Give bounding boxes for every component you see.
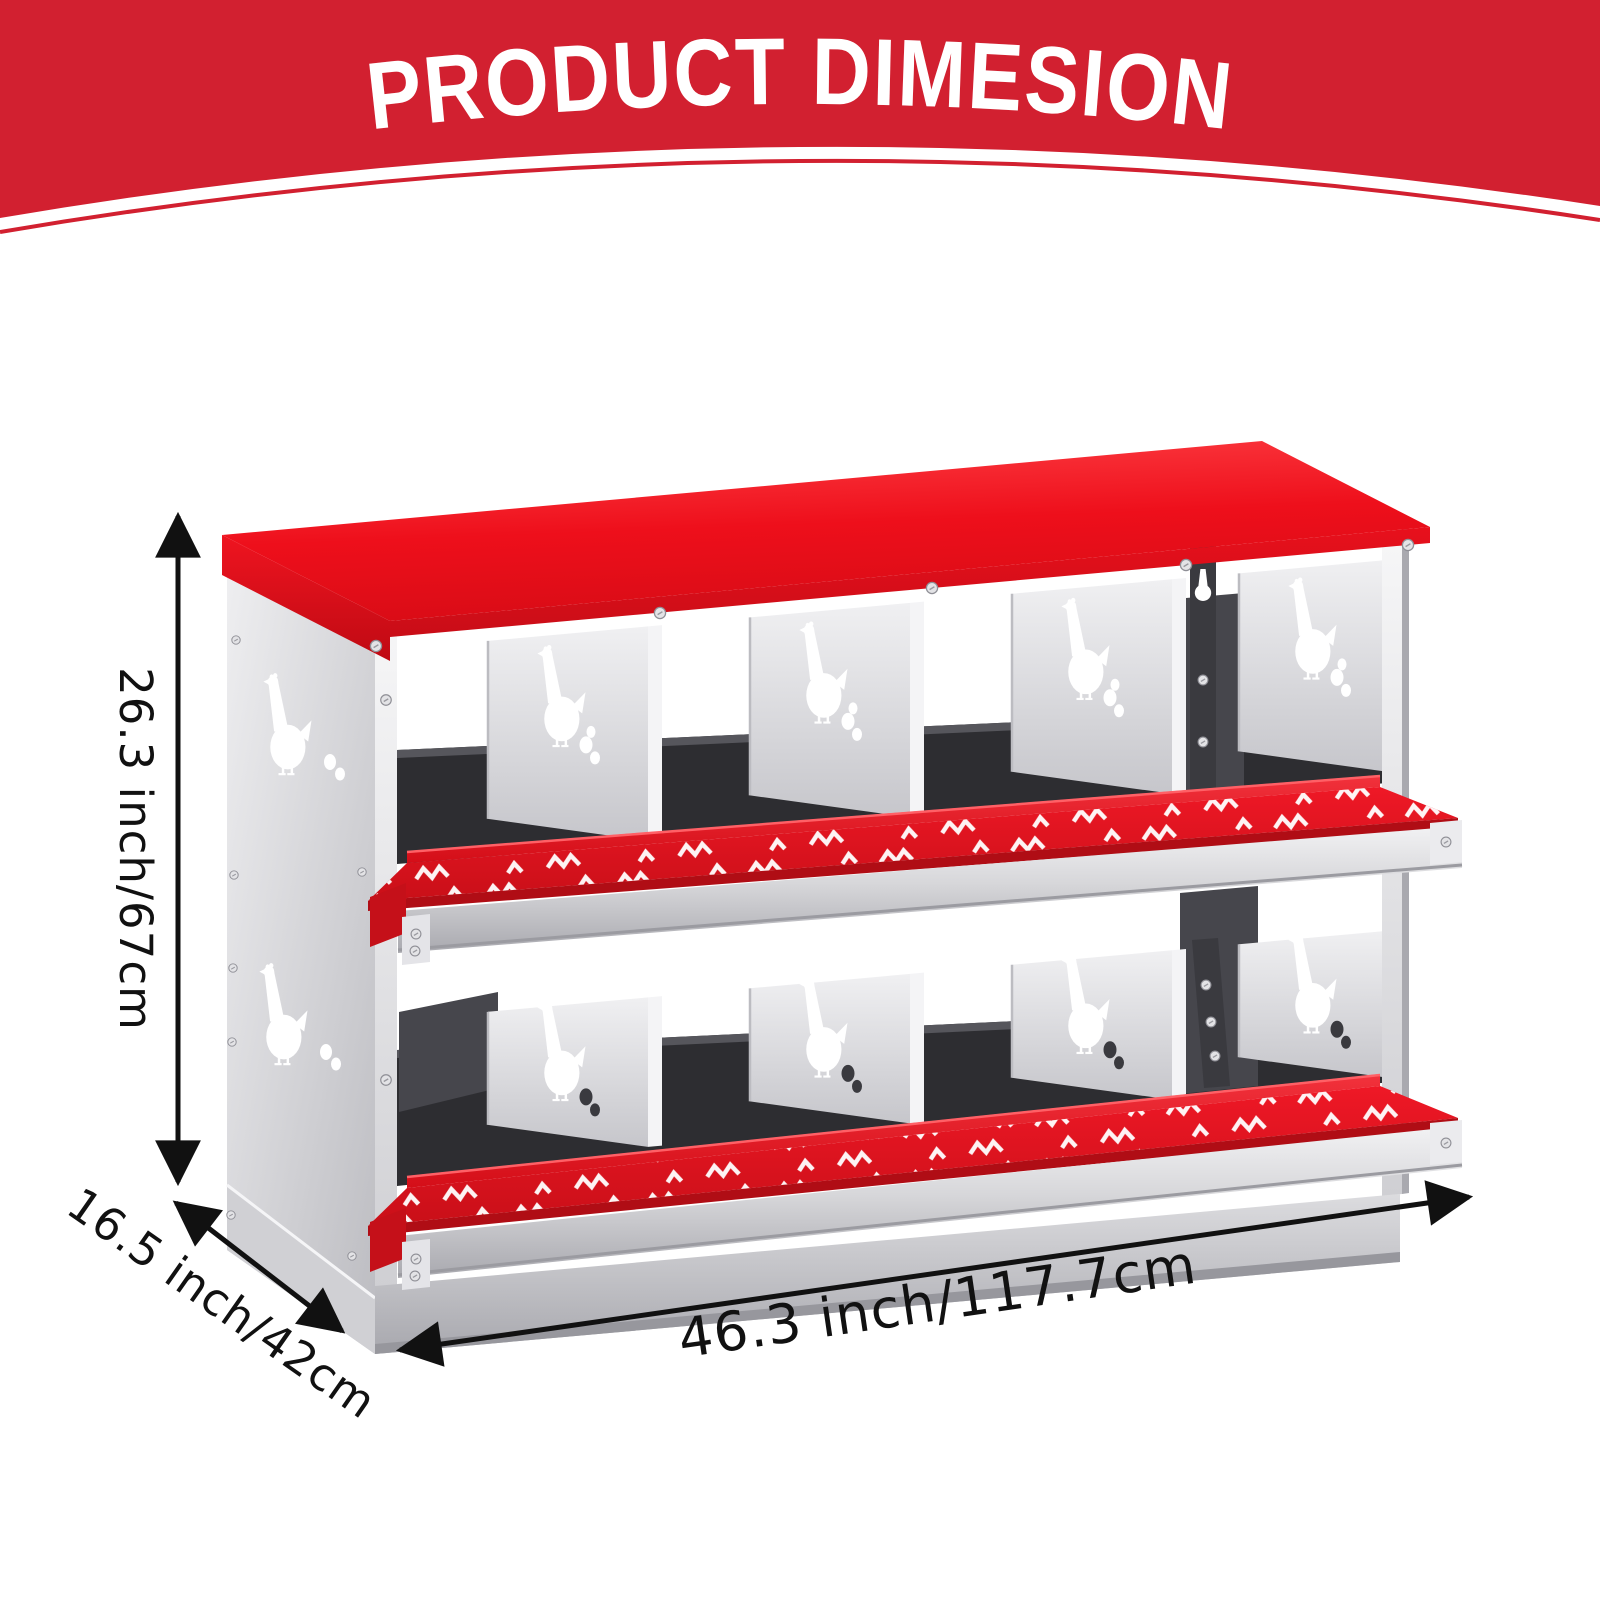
roof-front-edge: [390, 527, 1430, 637]
rail-perforations: [368, 787, 1458, 901]
depth-arrow: [172, 1200, 346, 1334]
height-dimension: 26.3 inch/67cm: [109, 511, 201, 1187]
roof: [222, 441, 1430, 661]
banner-accent-line: [0, 158, 1600, 234]
roof-top: [222, 441, 1430, 621]
wall-mount-strip-upper: [1190, 546, 1216, 794]
roof-left-fascia: [222, 535, 390, 661]
interior-back-wall: [399, 992, 498, 1112]
rail-lip: [407, 1074, 1380, 1188]
header-banner: PRODUCT DIMESION: [0, 0, 1600, 236]
wall-mount-strip-lower: [1192, 938, 1230, 1088]
height-label: 26.3 inch/67cm: [109, 667, 162, 1031]
rail-lip: [407, 775, 1380, 863]
rail-left-bracket: [370, 883, 406, 947]
perch-rail-upper: [368, 774, 1463, 965]
width-arrow: [395, 1180, 1474, 1367]
rail-front-fold: [368, 818, 1458, 911]
front-left-edge: [375, 610, 397, 1288]
rail-channel: [398, 826, 1462, 953]
side-panel: [226, 552, 376, 1354]
banner-curve: [0, 146, 1600, 236]
